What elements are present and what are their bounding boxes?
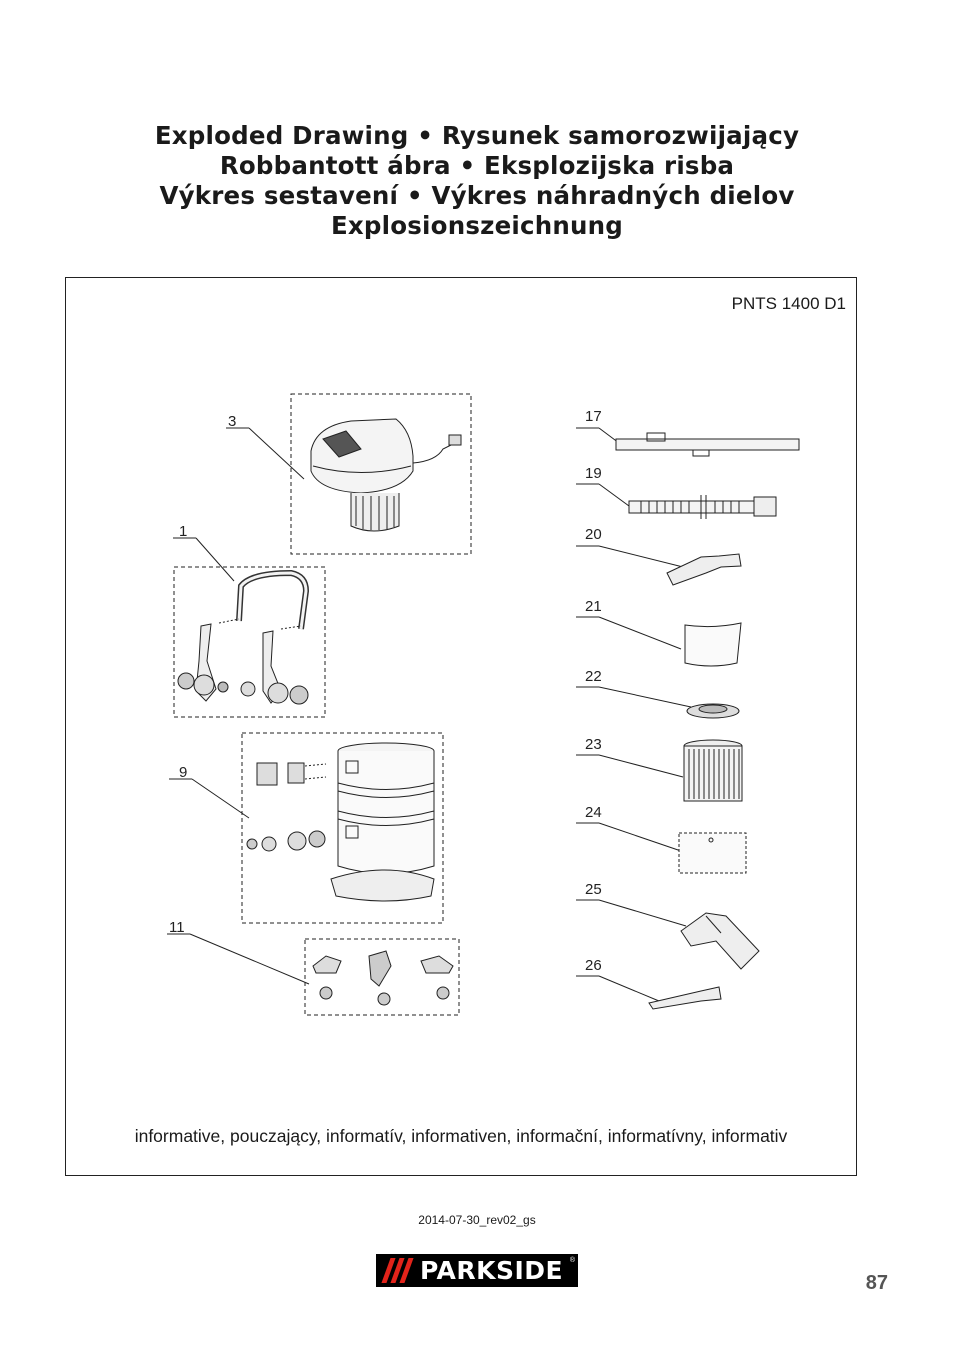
label-part-25: 25 <box>585 881 602 898</box>
label-part-26: 26 <box>585 957 602 974</box>
informative-caption: informative, pouczający, informatív, inf… <box>134 1126 788 1146</box>
label-part-11: 11 <box>169 919 185 936</box>
parkside-logo: PARKSIDE ® <box>376 1254 578 1287</box>
label-part-1: 1 <box>179 523 187 540</box>
label-part-3: 3 <box>228 413 236 430</box>
label-part-20: 20 <box>585 526 602 543</box>
title-line-4: Explosionszeichnung <box>330 211 624 240</box>
part-20-bent-nozzle <box>576 545 742 586</box>
label-part-21: 21 <box>585 598 602 615</box>
label-part-19: 19 <box>585 465 602 482</box>
label-part-22: 22 <box>585 668 602 685</box>
part-25-floor-nozzle <box>576 899 760 970</box>
label-part-24: 24 <box>585 804 602 821</box>
part-11-castors <box>167 933 460 1016</box>
brand-name: PARKSIDE <box>420 1256 564 1285</box>
part-1-handle-assembly <box>173 537 326 718</box>
label-part-9: 9 <box>179 764 187 781</box>
part-9-tank <box>169 732 444 924</box>
part-24-flat-filter <box>576 822 747 874</box>
title-line-2: Robbantott ábra • Eksplozijska risba <box>219 151 735 180</box>
part-3-motor-head <box>226 393 472 555</box>
registered-mark: ® <box>569 1257 575 1264</box>
part-21-filter-bag <box>576 616 742 667</box>
drawing-frame: PNTS 1400 D1 <box>65 277 857 1176</box>
label-part-17: 17 <box>585 408 602 425</box>
part-17-tube <box>576 427 800 457</box>
page-number: 87 <box>865 1272 888 1294</box>
part-19-hose <box>576 483 777 519</box>
page-title: Exploded Drawing • Rysunek samorozwijają… <box>0 121 954 241</box>
logo-slashes-icon <box>376 1254 420 1287</box>
model-number: PNTS 1400 D1 <box>731 294 846 313</box>
part-26-crevice-nozzle <box>576 975 722 1010</box>
exploded-drawing: 3 1 9 11 17 19 20 21 22 23 24 25 26 <box>167 393 800 1016</box>
label-part-23: 23 <box>585 736 602 753</box>
part-23-cartridge-filter <box>576 739 743 802</box>
revision-date: 2014-07-30_rev02_gs <box>418 1213 536 1227</box>
part-22-filter-cover <box>576 686 740 719</box>
title-line-3: Výkres sestavení • Výkres náhradných die… <box>159 181 795 210</box>
title-line-1: Exploded Drawing • Rysunek samorozwijają… <box>154 121 800 150</box>
